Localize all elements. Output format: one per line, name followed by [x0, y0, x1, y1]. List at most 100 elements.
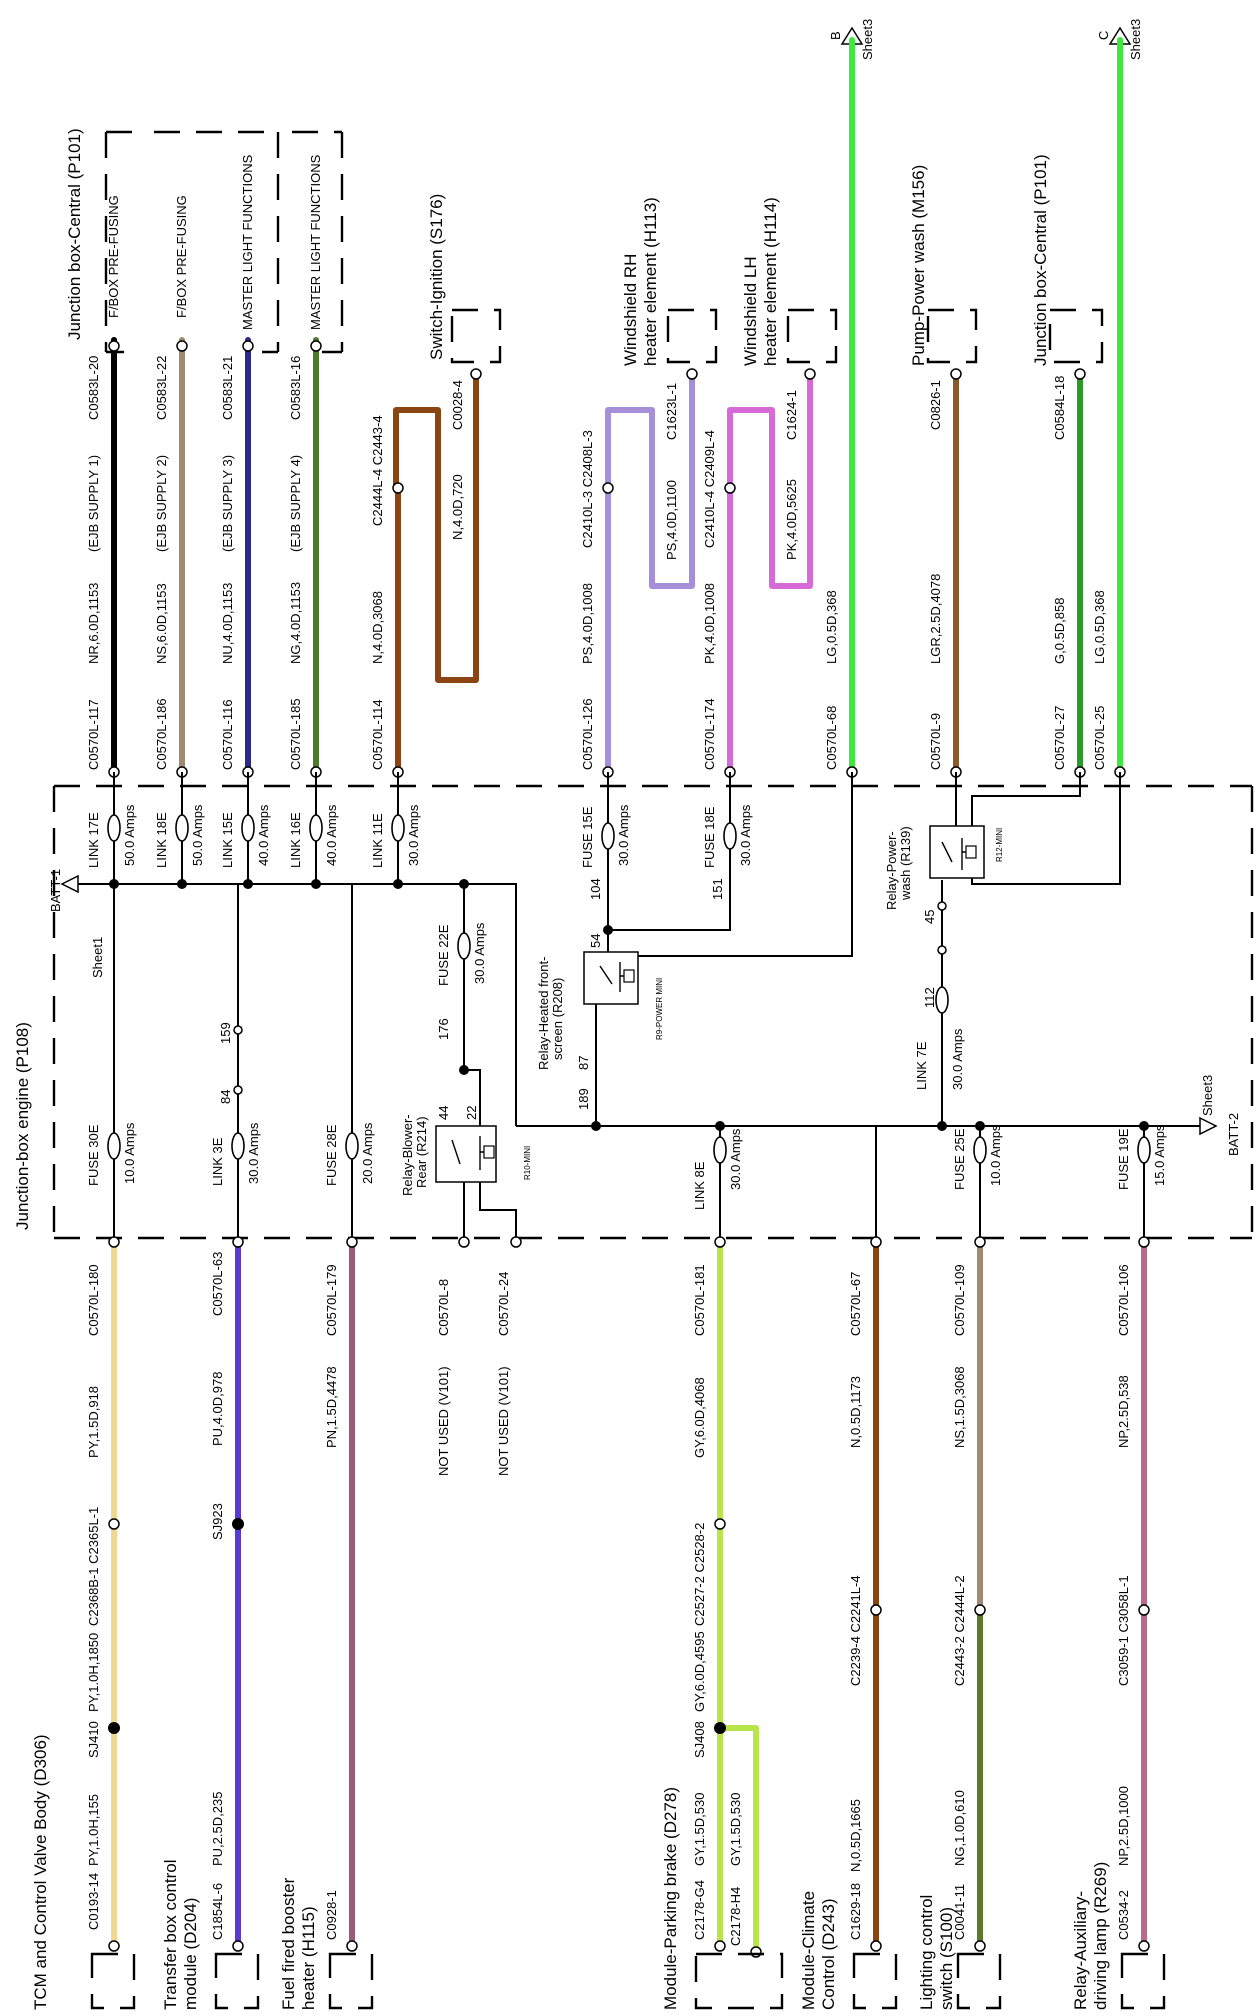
fuse28e-amps: 20.0 Amps	[360, 1122, 375, 1184]
lower-6-spec: GY,6.0D,4068	[692, 1377, 707, 1458]
wash-pin-45: 45	[922, 910, 937, 924]
link8e-name: LINK 8E	[692, 1161, 707, 1210]
upper-5-far: C0028-4	[450, 380, 465, 430]
batt2-sheet: Sheet3	[1200, 1075, 1215, 1116]
blower-relay-name-1: Relay-Blower-	[400, 1114, 415, 1196]
fuse30e-amps: 10.0 Amps	[122, 1122, 137, 1184]
fuse25e-name: FUSE 25E	[952, 1128, 967, 1190]
climate-title-2: Control (D243)	[819, 1899, 838, 2011]
upper-wire-6	[605, 371, 695, 775]
upper-7-conn: C0570L-174	[702, 698, 717, 770]
offsheet-b-letter: B	[828, 31, 843, 40]
lower-wire-6	[714, 1236, 762, 1958]
junction-box-engine-title: Junction-box engine (P108)	[13, 1022, 32, 1230]
upper-5-spec: N,4.0D,3068	[370, 591, 385, 664]
lower-wire-7	[870, 1236, 882, 1952]
upper-wire-5	[393, 377, 479, 775]
pin-151: 151	[710, 878, 725, 900]
lower-8-far: C0041-11	[952, 1884, 967, 1940]
lower-2-far: C1854L-6	[210, 1883, 225, 1940]
upper-10-conn: C0570L-27	[1052, 706, 1067, 770]
upper-fuse-links	[107, 772, 405, 889]
heated-relay-name-1: Relay-Heated front-	[536, 957, 551, 1070]
fuse18e-amps: 30.0 Amps	[738, 804, 753, 866]
lower-wire-8	[974, 1236, 986, 1952]
pin-104: 104	[588, 878, 603, 900]
transfer-box-title-1: Transfer box control	[161, 1859, 180, 2010]
lower-wire-9	[1138, 1236, 1150, 1952]
junction-box-central-frame-2	[1048, 308, 1104, 364]
lower-6-branch-spec: GY,1.5D,530	[728, 1793, 743, 1866]
aux-lamp-title-2: driving lamp (R269)	[1091, 1862, 1110, 2010]
wash-pin-112: 112	[922, 987, 937, 1008]
link17e-name: LINK 17E	[86, 812, 101, 868]
upper-7-spec2: PK,4.0D,5625	[784, 479, 799, 560]
upper-10-spec: G,0.5D,858	[1052, 598, 1067, 665]
upper-8-spec: LG,0.5D,368	[824, 590, 839, 664]
lower-4-spec: NOT USED (V101)	[436, 1366, 451, 1476]
windshield-lh-frame	[786, 308, 838, 364]
link11e-name: LINK 11E	[370, 813, 385, 868]
windshield-lh-title-1: Windshield LH	[741, 256, 760, 366]
heated-pin-189: 189	[576, 1088, 591, 1110]
lower-8-spec3: NG,1.0D,610	[952, 1790, 967, 1866]
upper-3-note: (EJB SUPPLY 3)	[220, 455, 235, 552]
windshield-lh-title-2: heater element (H114)	[761, 197, 780, 366]
fuse30e-name: FUSE 30E	[86, 1124, 101, 1186]
lower-8-spec: NS,1.5D,3068	[952, 1366, 967, 1448]
aux-lamp-title-1: Relay-Auxiliary-	[1071, 1891, 1090, 2010]
link11e-amps: 30.0 Amps	[406, 804, 421, 866]
lower-6-spec2: GY,6.0D,4595	[692, 1631, 707, 1712]
upper-9-far: C0826-1	[928, 380, 943, 430]
heated-relay-name-2: screen (R208)	[550, 978, 565, 1060]
upper-1-spec: NR,6.0D,1153	[86, 583, 101, 664]
upper-3-conn: C0570L-116	[220, 699, 235, 770]
link16e-amps: 40.0 Amps	[324, 804, 339, 866]
lower-1-spec3: PY,1.0H,155	[86, 1794, 101, 1866]
lower-5-spec: NOT USED (V101)	[496, 1366, 511, 1476]
upper-4-note: (EJB SUPPLY 4)	[288, 455, 303, 552]
lower-wire-3	[346, 1236, 358, 1952]
junction-box-engine-frame	[52, 784, 1254, 1240]
offsheet-c-letter: C	[1096, 31, 1111, 40]
upper-9-spec: LGR,2.5D,4078	[928, 574, 943, 664]
junction-box-central-title-1: Junction box-Central (P101)	[65, 128, 84, 340]
lower-6-far: C2178-G4	[692, 1880, 707, 1940]
busbar-batt-1	[60, 874, 517, 1126]
lower-9-ca: C3059-1 C3058L-1	[1116, 1575, 1131, 1686]
link17e-amps: 50.0 Amps	[122, 804, 137, 866]
parking-brake-title: Module-Parking brake (D278)	[661, 1787, 680, 2010]
upper-4-conn: C0570L-185	[288, 698, 303, 770]
lower-7-spec3: N,0.5D,1665	[848, 1799, 863, 1872]
link18e-name: LINK 18E	[154, 812, 169, 868]
fuse15e-name: FUSE 15E	[580, 806, 595, 868]
heated-pin-54: 54	[588, 934, 603, 948]
blower-relay-name-2: Rear (R214)	[414, 1116, 429, 1188]
pin-159: 159	[218, 1022, 233, 1044]
junction-box-central-frame	[104, 130, 344, 354]
busbar-batt-2	[516, 1116, 1218, 1136]
lower-wire-1	[108, 1236, 120, 1952]
upper-9-conn: C0570L-9	[928, 713, 943, 770]
lower-2-spec3: PU,2.5D,235	[210, 1792, 225, 1866]
windshield-rh-title-2: heater element (H113)	[641, 197, 660, 366]
lower-1-splice: SJ410	[86, 1721, 101, 1758]
upper-1-note: (EJB SUPPLY 1)	[86, 455, 101, 552]
ignition-switch-frame	[450, 308, 502, 364]
lower-3-far: C0928-1	[324, 1890, 339, 1940]
fuse19e-name: FUSE 19E	[1116, 1128, 1131, 1190]
upper-4-spec: NG,4.0D,1153	[288, 582, 303, 664]
upper-5-ca: C2444L-4 C2443-4	[370, 415, 385, 526]
upper-1-dest: F/BOX PRE-FUSING	[106, 195, 121, 318]
fuse25e-amps: 10.0 Amps	[988, 1124, 1003, 1186]
lower-2-conn: C0570L-63	[210, 1252, 225, 1316]
link15e-name: LINK 15E	[220, 812, 235, 868]
link3e-name: LINK 3E	[210, 1137, 225, 1186]
blower-relay-type: R10-MINI	[523, 1146, 532, 1180]
lower-1-spec2: PY,1.0H,1850	[86, 1633, 101, 1712]
upper-1-conn: C0570L-117	[86, 699, 101, 770]
climate-title-1: Module-Climate	[799, 1891, 818, 2010]
lower-4-conn: C0570L-8	[436, 1279, 451, 1336]
pump-power-wash-frame	[926, 308, 978, 364]
batt1-sheet: Sheet1	[90, 937, 105, 978]
